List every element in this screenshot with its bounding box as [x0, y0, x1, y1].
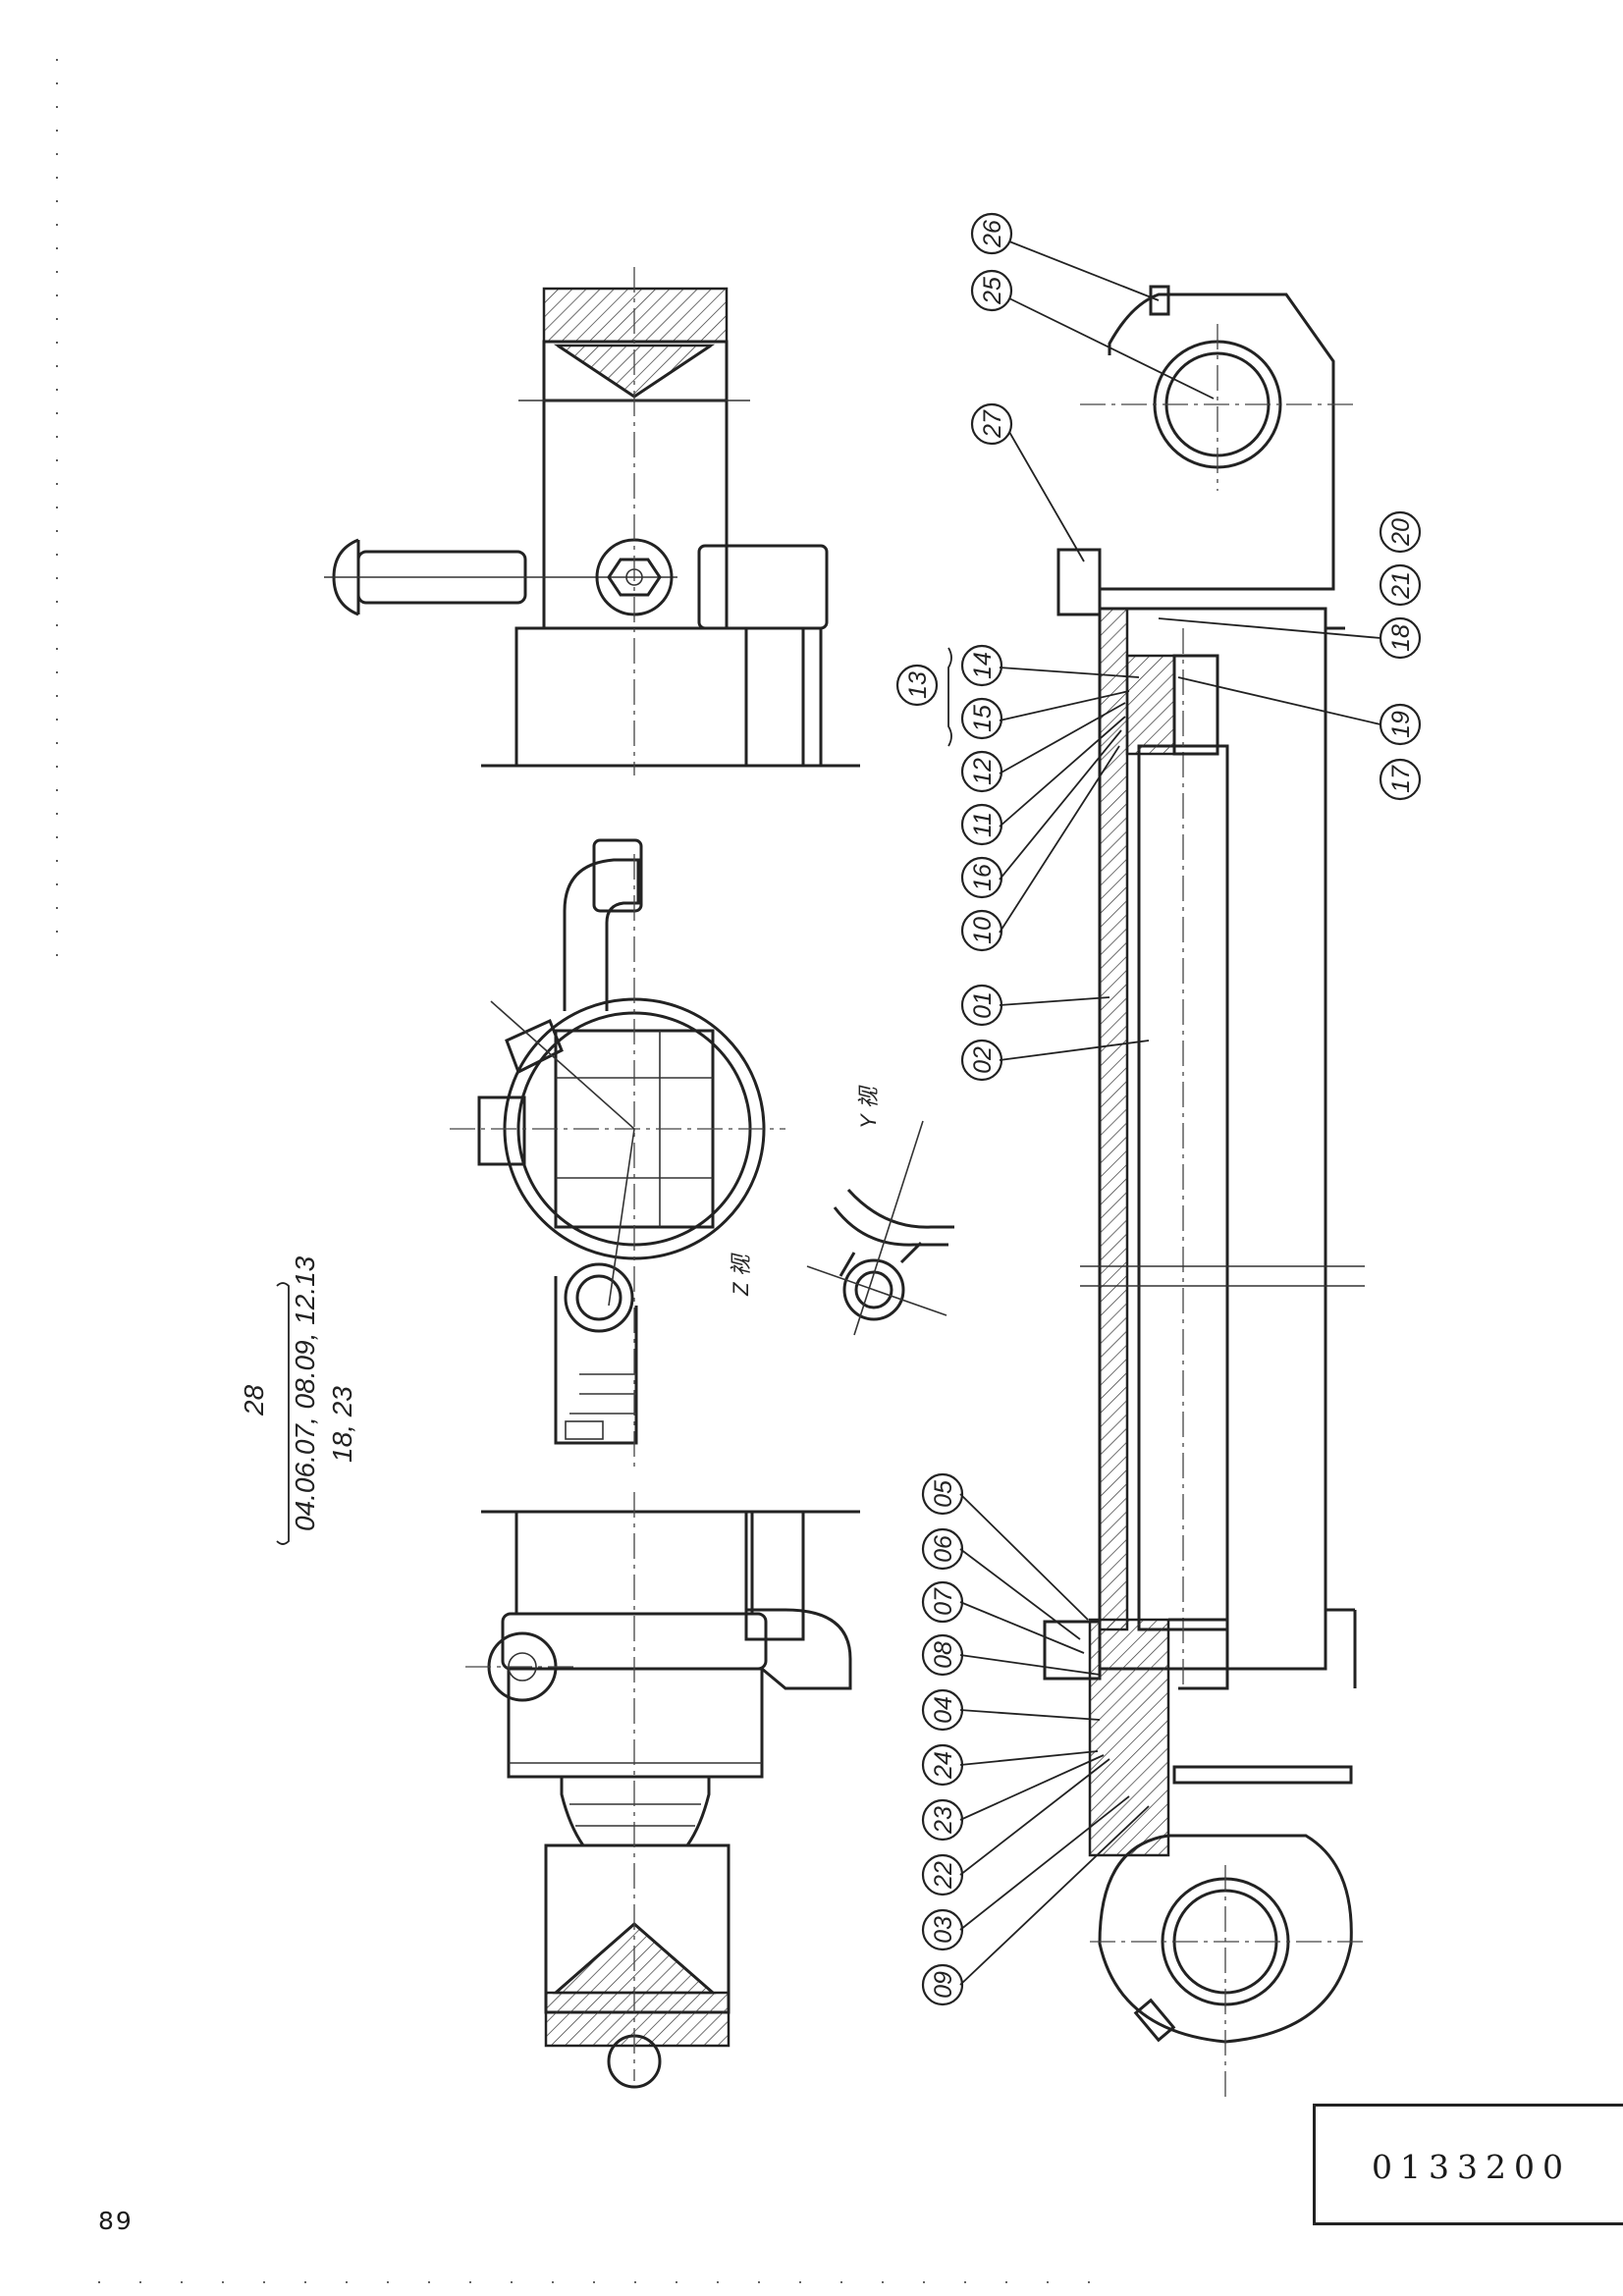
callout-03: 03 [930, 1916, 957, 1944]
cylinder-section-main [1043, 285, 1365, 2101]
parts-note-line2: 04.06.07, 08.09, 12.13 [290, 1255, 320, 1531]
callout-27: 27 [979, 409, 1006, 439]
y-view-detail: Y 视 [806, 1085, 954, 1336]
callout-bubble: 25 [970, 269, 1013, 312]
callout-26: 26 [979, 220, 1006, 248]
callout-18: 18 [1387, 624, 1415, 652]
callout-24: 24 [930, 1751, 957, 1780]
callout-08: 08 [930, 1641, 957, 1669]
cross-section-view [450, 838, 785, 1472]
callout-10: 10 [969, 917, 997, 944]
callout-bubble: 15 [960, 697, 1003, 740]
callout-14: 14 [969, 652, 997, 679]
callout-12: 12 [969, 758, 997, 785]
callout-bubble: 14 [960, 644, 1003, 687]
callout-bubble: 26 [970, 212, 1013, 255]
callout-bubble: 10 [960, 909, 1003, 952]
callout-bubble: 11 [960, 803, 1003, 846]
callout-bubble: 20 [1379, 510, 1422, 554]
callout-bubbles: 26 25 27 20 21 18 19 17 13 [895, 212, 1422, 2006]
callout-bubble: 07 [921, 1580, 964, 1624]
callout-04: 04 [930, 1696, 957, 1724]
callout-bubble: 24 [921, 1743, 964, 1787]
callout-bubble: 17 [1379, 758, 1422, 801]
callout-21: 21 [1387, 571, 1415, 600]
parts-note: 28 04.06.07, 08.09, 12.13 18, 23 [239, 1255, 357, 1545]
clevis-end-view-top [324, 267, 860, 775]
callout-bubble: 22 [921, 1853, 964, 1896]
callout-23: 23 [930, 1806, 957, 1835]
callout-17: 17 [1387, 765, 1415, 793]
z-view-label: Z 视 [729, 1252, 753, 1297]
callout-01: 01 [969, 991, 997, 1019]
callout-13: 13 [904, 671, 932, 699]
callout-20: 20 [1387, 518, 1415, 547]
callout-bubble: 18 [1379, 616, 1422, 660]
callout-bubble: 13 [895, 664, 939, 707]
callout-bubble: 05 [921, 1472, 964, 1516]
callout-05: 05 [930, 1480, 957, 1508]
page-number: 89 [98, 2207, 134, 2235]
callout-bubble: 08 [921, 1633, 964, 1677]
callout-02: 02 [969, 1046, 997, 1074]
parts-note-line3: 18, 23 [327, 1386, 357, 1463]
callout-bubble: 01 [960, 984, 1003, 1027]
callout-bubble: 12 [960, 750, 1003, 793]
rod-eye-end-view [465, 1492, 860, 2089]
callout-bubble: 09 [921, 1963, 964, 2006]
callout-bubble: 02 [960, 1039, 1003, 1082]
callout-16: 16 [969, 864, 997, 891]
callout-22: 22 [930, 1861, 957, 1890]
callout-bubble: 21 [1379, 563, 1422, 607]
callout-bubble: 16 [960, 856, 1003, 899]
scan-edge-marks [56, 59, 1129, 2283]
callout-bubble: 06 [921, 1527, 964, 1571]
drawing-number: 0133200 [1372, 2148, 1571, 2186]
callout-15: 15 [969, 705, 997, 732]
callout-bubble: 04 [921, 1688, 964, 1732]
drawing-number-box: 0133200 [1313, 2104, 1623, 2225]
callout-25: 25 [979, 277, 1006, 305]
callout-07: 07 [930, 1587, 957, 1616]
callout-19: 19 [1387, 711, 1415, 738]
parts-note-line1: 28 [239, 1384, 269, 1416]
callout-bubble: 03 [921, 1908, 964, 1951]
callout-09: 09 [930, 1971, 957, 1999]
callout-bubble: 27 [970, 402, 1013, 446]
callout-11: 11 [969, 812, 997, 837]
callout-06: 06 [930, 1535, 957, 1563]
y-view-label: Y 视 [856, 1085, 881, 1129]
callout-bubble: 23 [921, 1798, 964, 1842]
callout-bubble: 19 [1379, 703, 1422, 746]
